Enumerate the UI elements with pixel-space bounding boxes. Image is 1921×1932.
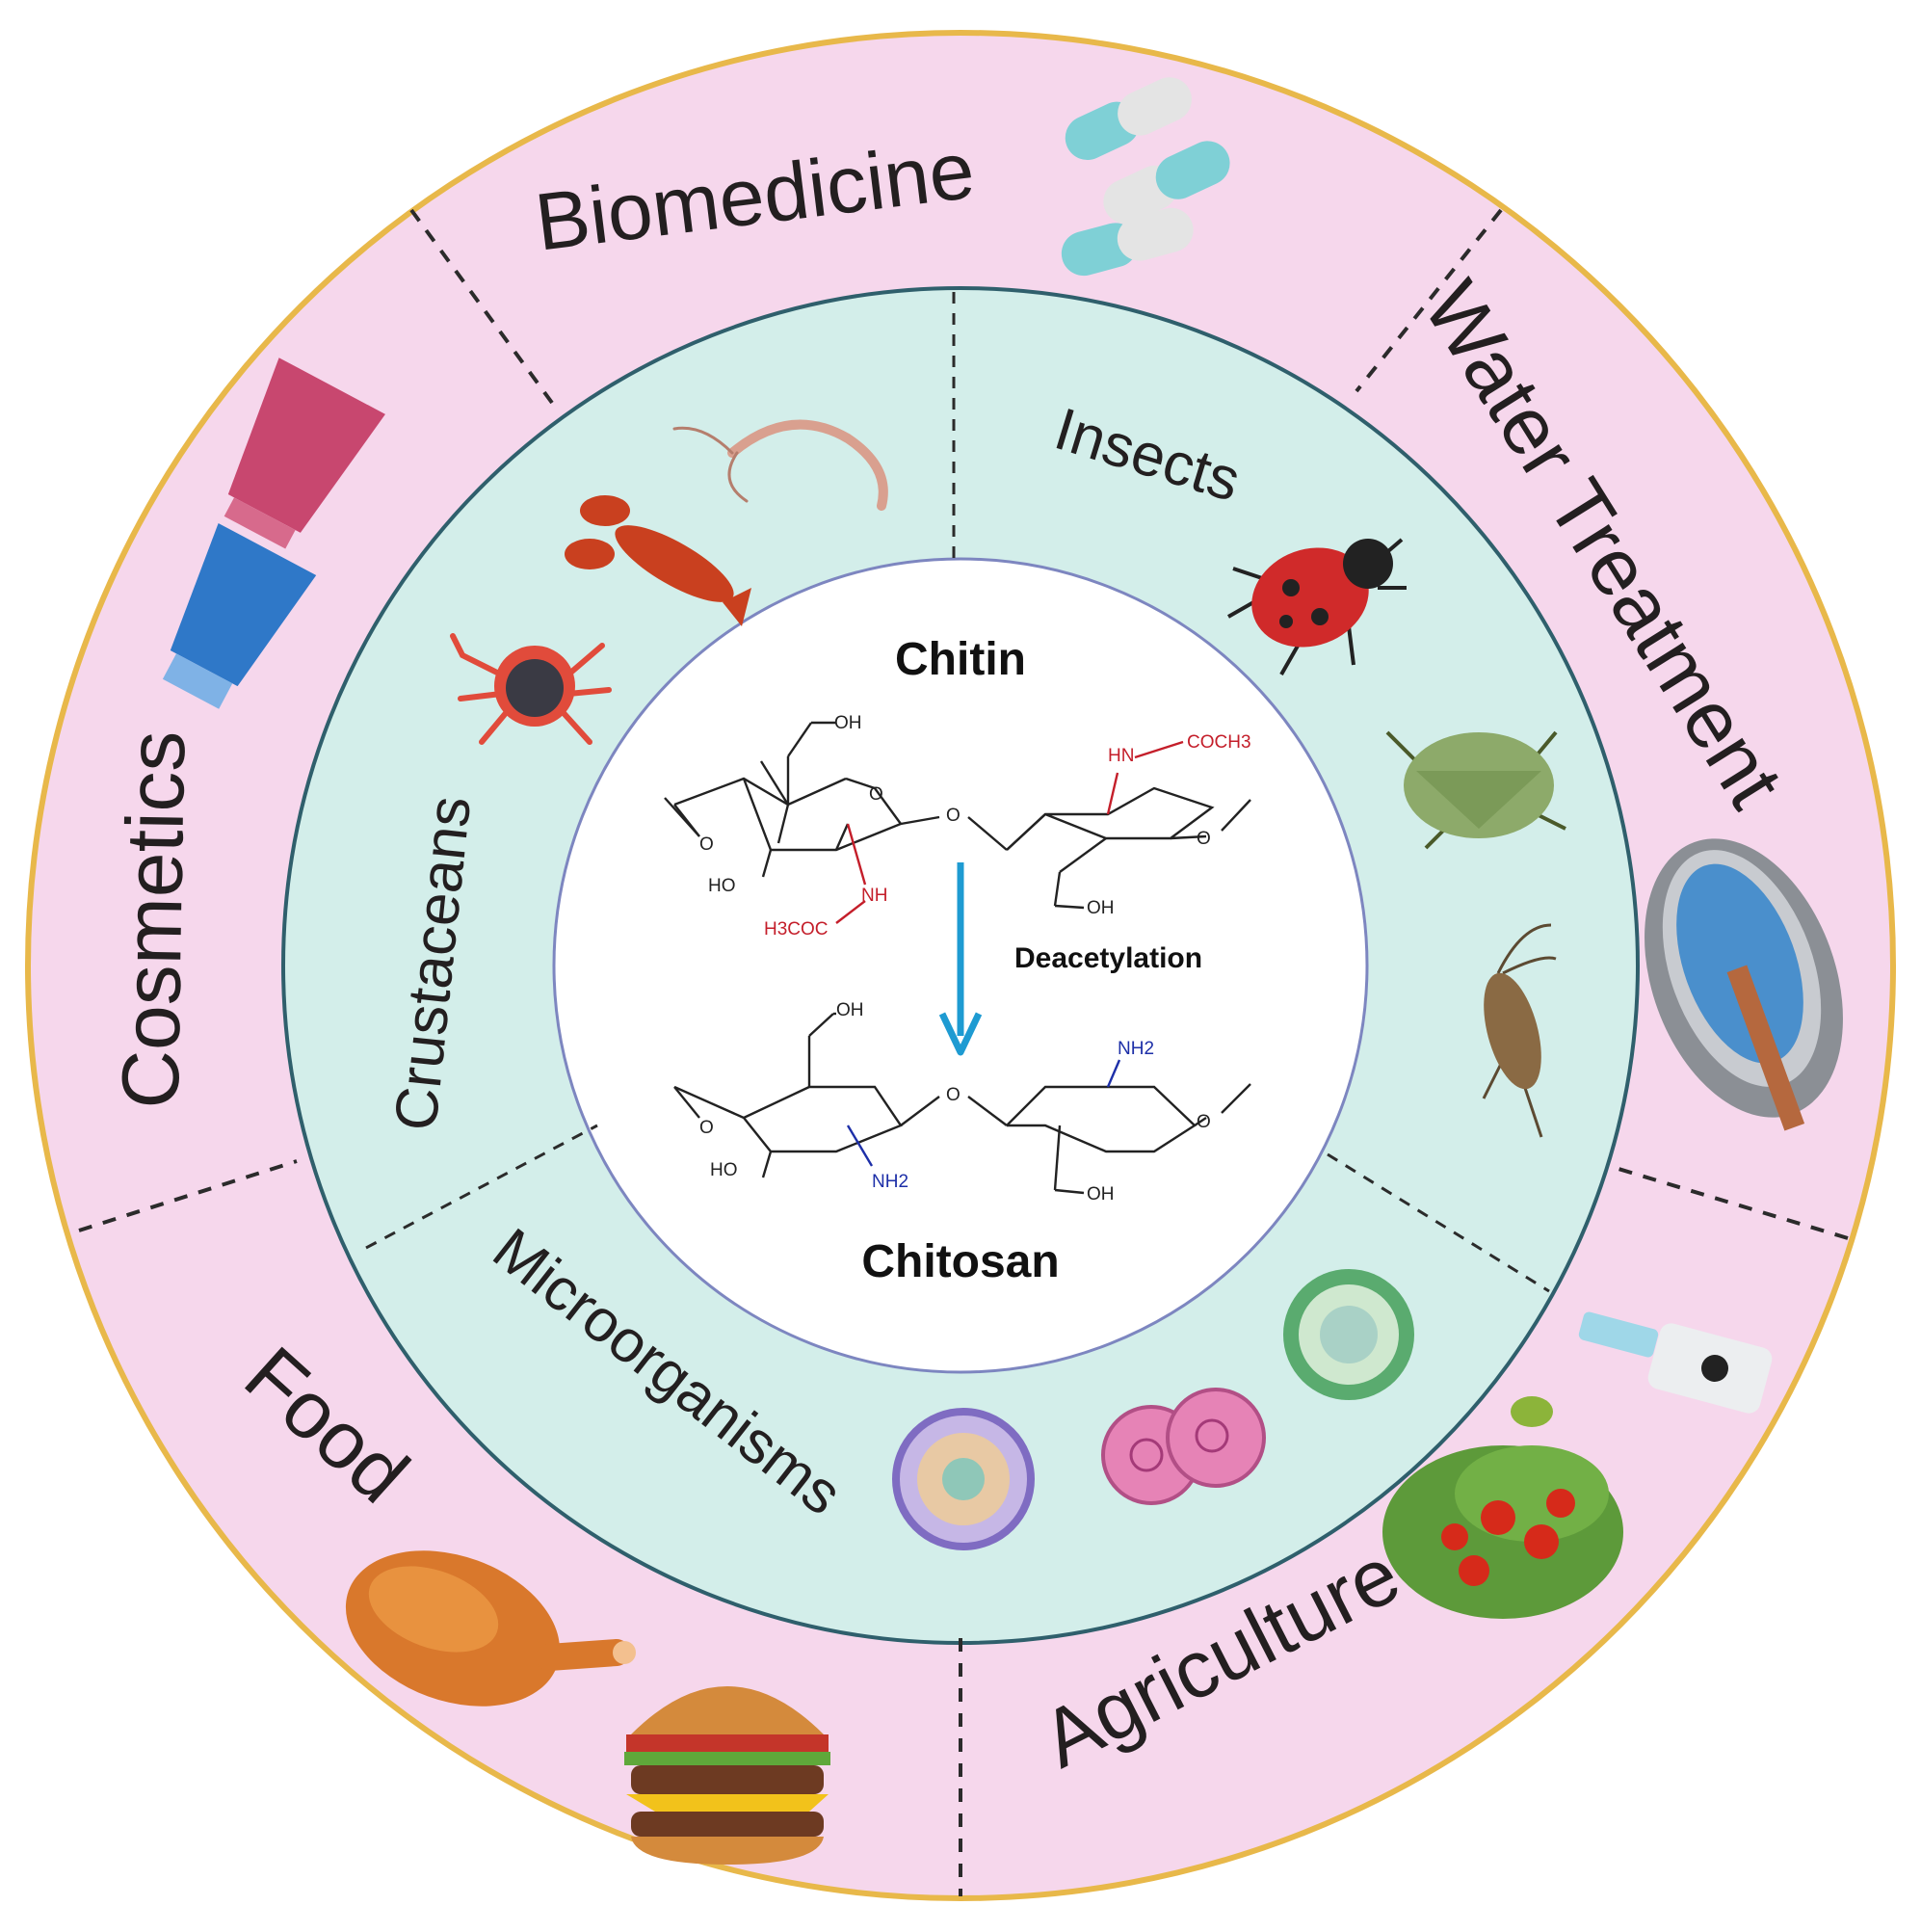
chitin-right-o: O <box>1197 829 1211 849</box>
tube-icon <box>162 357 385 709</box>
chitosan-nh2-left: NH2 <box>872 1172 908 1192</box>
chitosan-ho-left: HO <box>710 1160 738 1180</box>
crab-icon <box>450 633 612 745</box>
chitin-acetyl-right: COCH3 <box>1187 732 1251 753</box>
chitin-title: Chitin <box>895 634 1026 685</box>
stink-bug-icon <box>1385 730 1566 850</box>
chitin-acetyl-groups <box>835 740 1184 924</box>
lobster-icon <box>565 495 751 626</box>
chitosan-nh2-right: NH2 <box>1118 1039 1154 1059</box>
tomato-plant-icon <box>1382 1396 1623 1619</box>
chitin-hn: HN <box>1108 746 1134 766</box>
middle-dividers <box>365 292 1550 1293</box>
chitin-ring-o: O <box>869 784 883 805</box>
chitin-acetyl-left: H3COC <box>764 919 829 940</box>
deacetylation-arrow <box>938 862 983 1056</box>
chitosan-title: Chitosan <box>861 1236 1059 1287</box>
clarifier-tank-icon <box>1645 838 1843 1131</box>
chitosan-left-o: O <box>699 1118 714 1138</box>
deacetylation-label: Deacetylation <box>1014 942 1202 974</box>
chitosan-structure <box>673 1012 1251 1195</box>
roast-chicken-icon <box>345 1550 636 1707</box>
chitosan-right-o: O <box>1197 1112 1211 1132</box>
burger-icon <box>624 1686 830 1865</box>
chitin-oh-top: OH <box>834 713 862 733</box>
ladybug-icon <box>1227 538 1407 675</box>
chitosan-oh-top: OH <box>836 1000 864 1020</box>
chitosan-bridge-o: O <box>946 1085 960 1105</box>
sector-label-cosmetics: Cosmetics <box>105 730 202 1110</box>
algae-cell-icon <box>1283 1269 1414 1400</box>
chitin-oh-bottom: OH <box>1087 898 1115 918</box>
cricket-icon <box>1482 923 1557 1138</box>
capsule-icon <box>1061 77 1230 277</box>
shrimp-icon <box>672 419 888 511</box>
chitin-left-o: O <box>699 834 714 855</box>
chitin-nh: NH <box>861 886 887 906</box>
microbe-icon <box>892 1408 1035 1550</box>
yeast-cell-icon <box>1101 1388 1266 1505</box>
chitin-bridge-o: O <box>946 806 960 826</box>
outer-dividers <box>78 208 1849 1896</box>
chitin-ho-left: HO <box>708 876 736 896</box>
chitosan-oh-bottom: OH <box>1087 1184 1115 1204</box>
chitin-structure <box>664 721 1251 910</box>
spray-bottle-icon <box>1578 1311 1773 1414</box>
chitosan-amine-groups <box>846 1059 1121 1167</box>
